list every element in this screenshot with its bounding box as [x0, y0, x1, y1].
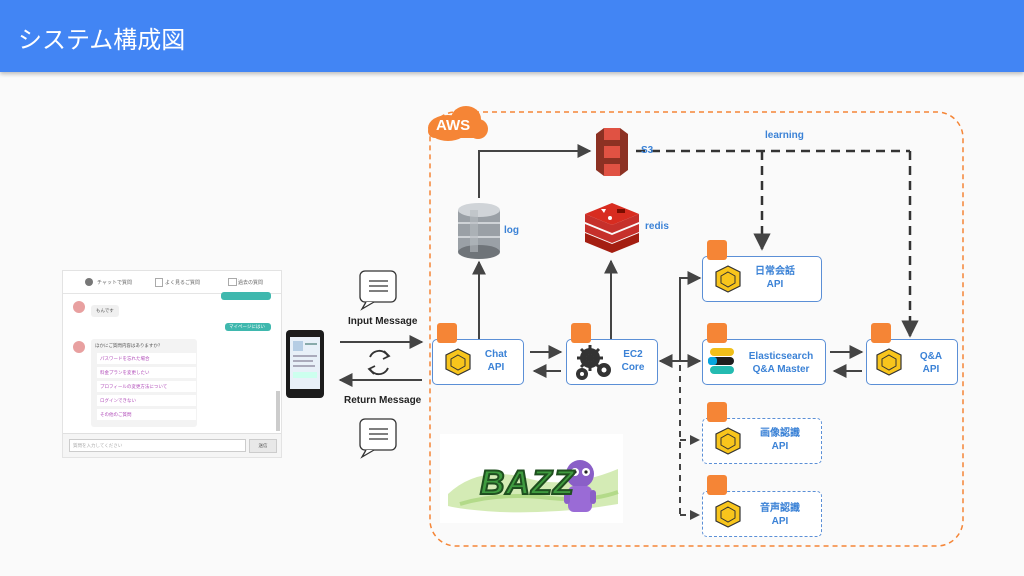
- ec2-core-badge: [571, 323, 591, 343]
- ec2-core-label: EC2 Core: [621, 349, 645, 373]
- gear-icon: [576, 345, 611, 380]
- database-log-icon: [458, 203, 500, 259]
- option-row[interactable]: プロフィールの変更方法について: [97, 381, 196, 392]
- chat-tab-icon: [85, 278, 93, 286]
- aws-boundary: [429, 111, 964, 547]
- history-icon: [228, 278, 237, 286]
- chat-user-bubble: マイページにはい: [225, 323, 271, 331]
- faq-icon: [155, 278, 163, 287]
- option-row[interactable]: 料金プランを変更したい: [97, 367, 196, 378]
- ec2-to-daily-arrow: [679, 271, 702, 361]
- redis-label: redis: [645, 221, 669, 232]
- voice-api-badge: [707, 475, 727, 495]
- qa-api-badge: [871, 323, 891, 343]
- voice-api-label: 音声認識 API: [760, 503, 800, 527]
- s3-bucket-icon: [596, 128, 628, 176]
- bazz-logo-text: BAZZ: [479, 463, 575, 503]
- lambda-cube-icon: [445, 348, 471, 376]
- aws-label: AWS: [436, 117, 471, 134]
- lambda-cube-icon: [715, 500, 741, 528]
- mobile-phone-icon: [286, 330, 324, 398]
- page-title: システム構成図: [18, 26, 186, 54]
- qa-api-label: Q&A API: [919, 351, 943, 375]
- option-row[interactable]: ログインできない: [97, 395, 196, 406]
- daily-api-label: 日常会話 API: [755, 266, 795, 290]
- redis-icon: [585, 203, 639, 253]
- chat-api-badge: [437, 323, 457, 343]
- bot-avatar-icon: [73, 301, 85, 313]
- chat-user-bubble-top: [221, 292, 271, 300]
- bazz-logo-art: [448, 460, 619, 513]
- daily-api-badge: [707, 240, 727, 260]
- chat-api-label: Chat API: [484, 349, 508, 373]
- tab-chat[interactable]: チャットで質問: [97, 280, 132, 286]
- elasticsearch-badge: [707, 323, 727, 343]
- s3-label: S3: [641, 145, 654, 156]
- log-to-s3-arrow: [478, 144, 592, 198]
- return-message-icon: [359, 418, 397, 459]
- sync-icon: [367, 349, 391, 376]
- bot-avatar-icon: [73, 341, 85, 353]
- send-button[interactable]: 送信: [249, 439, 277, 453]
- bazz-logo: BAZZ: [440, 434, 623, 523]
- input-message-icon: [359, 270, 397, 311]
- scrollbar[interactable]: [276, 391, 280, 431]
- bot-message: もんです: [91, 305, 119, 317]
- header-bar: システム構成図: [0, 0, 1024, 72]
- image-api-box: [702, 418, 822, 464]
- log-label: log: [504, 225, 519, 236]
- option-row[interactable]: その他のご質問: [97, 409, 196, 420]
- aws-cloud-icon: [428, 106, 488, 141]
- chat-tabs: チャットで質問 よく見るご質問 過去の質問: [63, 271, 281, 294]
- input-message-label: Input Message: [348, 316, 418, 327]
- tab-faq[interactable]: よく見るご質問: [165, 280, 201, 286]
- image-api-label: 画像認識 API: [760, 428, 800, 452]
- elasticsearch-icon: [708, 348, 734, 374]
- image-api-badge: [707, 402, 727, 422]
- chat-input[interactable]: 質問を入力してください: [69, 439, 246, 452]
- lambda-cube-icon: [876, 348, 902, 376]
- return-message-label: Return Message: [344, 395, 422, 406]
- bot-prompt: ほかにご質問内容はありますか？: [95, 343, 163, 348]
- elasticsearch-label: Elasticsearch Q&A Master: [748, 351, 814, 375]
- chat-ui-panel: チャットで質問 よく見るご質問 過去の質問 もんです マイページにはい ほかにご…: [62, 270, 282, 458]
- option-row[interactable]: パスワードを忘れた場合: [97, 353, 196, 364]
- learning-label: learning: [765, 130, 804, 141]
- tab-history[interactable]: 過去の質問: [238, 280, 264, 286]
- lambda-cube-icon: [715, 427, 741, 455]
- lambda-cube-icon: [715, 265, 741, 293]
